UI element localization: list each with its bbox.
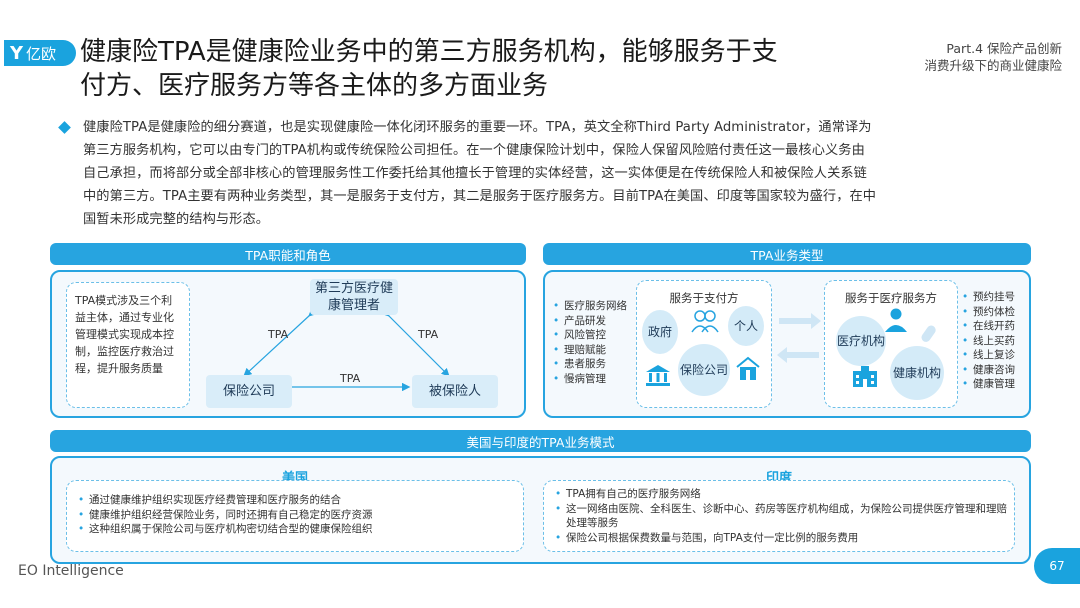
people-icon <box>691 310 719 333</box>
list-item: 慢病管理 <box>553 372 639 387</box>
payer-individual: 个人 <box>728 306 764 346</box>
title-line-2: 付方、医疗服务方等各主体的多方面业务 <box>80 71 549 101</box>
hospital-icon <box>736 356 760 380</box>
page-title: 健康险TPA是健康险业务中的第三方服务机构，能够服务于支 付方、医疗服务方等各主… <box>80 35 840 103</box>
bank-icon <box>646 365 670 386</box>
list-item: 理赔赋能 <box>553 343 639 358</box>
edge-right-arrow <box>380 307 450 377</box>
modes-header-bar: 美国与印度的TPA业务模式 <box>50 430 1031 452</box>
types-header-bar: TPA业务类型 <box>543 243 1031 265</box>
section-label: Part.4 保险产品创新 消费升级下的商业健康险 <box>924 40 1062 74</box>
edge-bottom-label: TPA <box>340 372 361 385</box>
title-line-1: 健康险TPA是健康险业务中的第三方服务机构，能够服务于支 <box>80 37 778 67</box>
list-item: TPA拥有自己的医疗服务网络 <box>555 487 1007 502</box>
list-item: 这种组织属于保险公司与医疗机构密切结合型的健康保险组织 <box>78 522 518 537</box>
roles-triangle-edges <box>243 307 450 392</box>
payer-service-list: 医疗服务网络 产品研发 风险管控 理赔赋能 患者服务 慢病管理 <box>553 299 639 386</box>
provider-medical-org: 医疗机构 <box>836 316 886 366</box>
logo-mark: Y <box>10 42 24 64</box>
list-item: 风险管控 <box>553 328 639 343</box>
list-item: 健康管理 <box>962 377 1028 392</box>
intro-line: 自己承担，而将部分或全部非核心的管理服务性工作委托给其他擅长于管理的实体经营，这… <box>83 166 867 181</box>
payer-government: 政府 <box>642 310 678 354</box>
node-insurer: 保险公司 <box>206 375 292 408</box>
part-sub: 消费升级下的商业健康险 <box>924 58 1062 73</box>
list-item: 保险公司根据保费数量与范围，向TPA支付一定比例的服务费用 <box>555 531 1007 546</box>
exchange-arrows-icon <box>777 313 821 363</box>
list-item: 通过健康维护组织实现医疗经费管理和医疗服务的结合 <box>78 493 518 508</box>
list-item: 健康维护组织经营保险业务，同时还拥有自己稳定的医疗资源 <box>78 508 518 523</box>
node-insured: 被保险人 <box>412 375 498 408</box>
payer-title: 服务于支付方 <box>669 291 739 305</box>
list-item: 医疗服务网络 <box>553 299 639 314</box>
roles-description: TPA模式涉及三个利益主体，通过专业化管理模式实现成本控制，监控医疗救治过程，提… <box>66 282 190 408</box>
edge-left-arrow <box>243 307 318 377</box>
intro-line: 第三方服务机构，它可以由专门的TPA机构或传统保险公司担任。在一个健康保险计划中… <box>83 143 865 158</box>
list-item: 患者服务 <box>553 357 639 372</box>
footer-brand: EO Intelligence <box>18 563 124 579</box>
list-item: 预约体检 <box>962 305 1028 320</box>
list-item: 这一网络由医院、全科医生、诊断中心、药房等医疗机构组成，为保险公司提供医疗管理和… <box>555 502 1007 531</box>
doctor-icon <box>885 308 907 332</box>
pill-icon <box>921 325 936 342</box>
list-item: 产品研发 <box>553 314 639 329</box>
edge-right-label: TPA <box>418 328 439 341</box>
provider-service-list: 预约挂号 预约体检 在线开药 线上买药 线上复诊 健康咨询 健康管理 <box>962 290 1028 392</box>
list-item: 线上买药 <box>962 334 1028 349</box>
diamond-bullet-icon <box>58 121 71 134</box>
clinic-building-icon <box>853 366 877 387</box>
intro-paragraph: 健康险TPA是健康险的细分赛道，也是实现健康险一体化闭环服务的重要一环。TPA，… <box>83 116 1043 231</box>
payer-insurer: 保险公司 <box>678 344 730 396</box>
list-item: 在线开药 <box>962 319 1028 334</box>
list-item: 线上复诊 <box>962 348 1028 363</box>
roles-header-bar: TPA职能和角色 <box>50 243 526 265</box>
page-number: 67 <box>1034 548 1080 584</box>
node-health-manager: 第三方医疗健康管理者 <box>310 279 398 315</box>
intro-line: 中的第三方。TPA主要有两种业务类型，其一是服务于支付方，其二是服务于医疗服务方… <box>83 189 877 204</box>
intro-line: 国暂未形成完整的结构与形态。 <box>83 212 270 227</box>
provider-title: 服务于医疗服务方 <box>845 291 937 305</box>
part-label: Part.4 保险产品创新 <box>946 41 1062 56</box>
edge-left-label: TPA <box>268 328 289 341</box>
logo-text: 亿欧 <box>26 44 57 63</box>
india-list: TPA拥有自己的医疗服务网络 这一网络由医院、全科医生、诊断中心、药房等医疗机构… <box>555 487 1007 545</box>
provider-health-org: 健康机构 <box>890 346 944 400</box>
intro-line: 健康险TPA是健康险的细分赛道，也是实现健康险一体化闭环服务的重要一环。TPA，… <box>83 120 872 135</box>
list-item: 健康咨询 <box>962 363 1028 378</box>
list-item: 预约挂号 <box>962 290 1028 305</box>
brand-logo: Y 亿欧 <box>4 40 76 66</box>
us-list: 通过健康维护组织实现医疗经费管理和医疗服务的结合 健康维护组织经营保险业务，同时… <box>78 493 518 537</box>
